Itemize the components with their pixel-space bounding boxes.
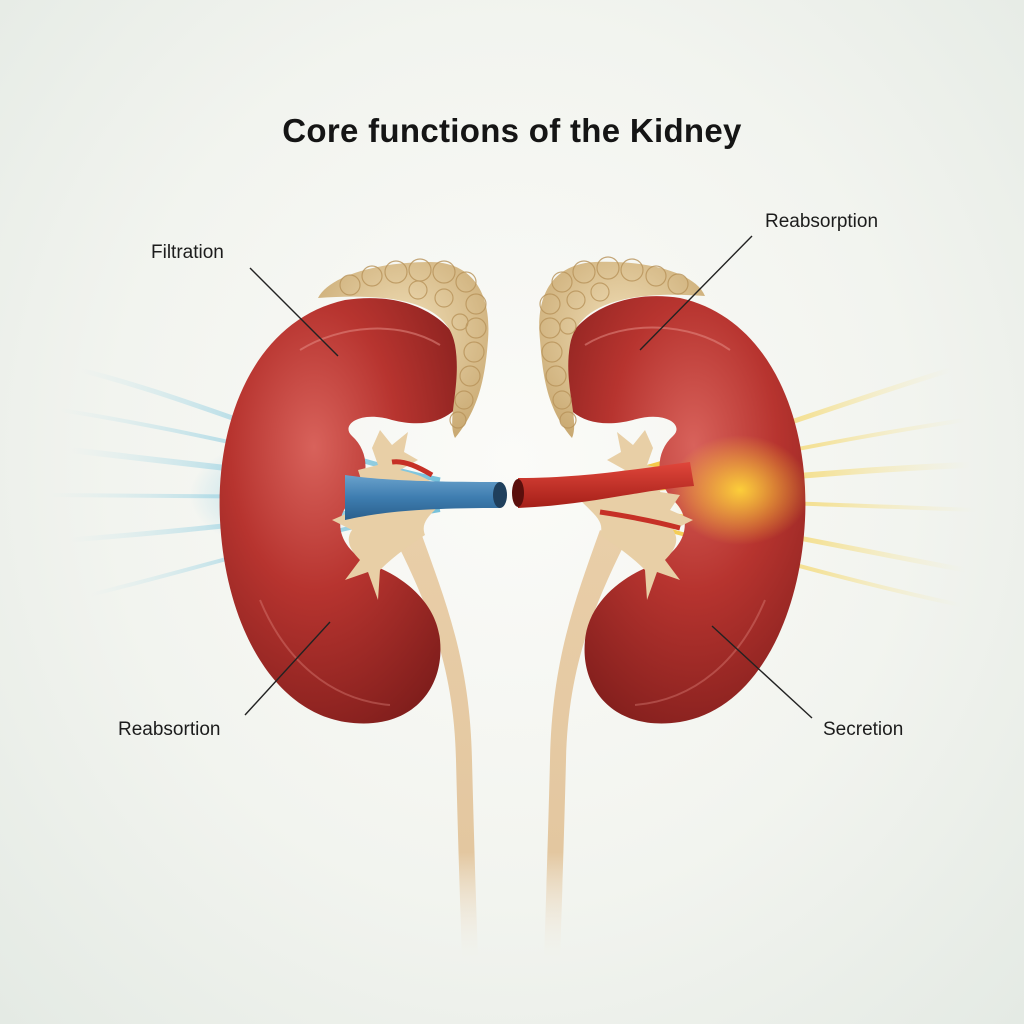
label-reabsorption: Reabsorption (765, 211, 879, 232)
reabsortion-leader-line (244, 621, 331, 716)
left-ureter (398, 530, 478, 960)
left-renal-pelvis (332, 430, 445, 600)
diagram-title: Core functions of the Kidney (282, 112, 742, 149)
label-reabsortion: Reabsortion (118, 719, 221, 740)
label-secretion: Secretion (823, 719, 904, 740)
right-adrenal-gland (539, 256, 705, 438)
left-adrenal-gland (318, 258, 489, 438)
leader-lines (244, 235, 813, 719)
label-filtration: Filtration (151, 242, 224, 263)
right-renal-artery (518, 462, 694, 508)
secretion-leader-line (711, 625, 813, 719)
reabsorption-leader-line (639, 235, 753, 351)
filtration-leader-line (249, 267, 339, 357)
left-kidney (219, 298, 469, 724)
left-renal-vein (345, 475, 500, 520)
right-ureter (544, 530, 624, 960)
